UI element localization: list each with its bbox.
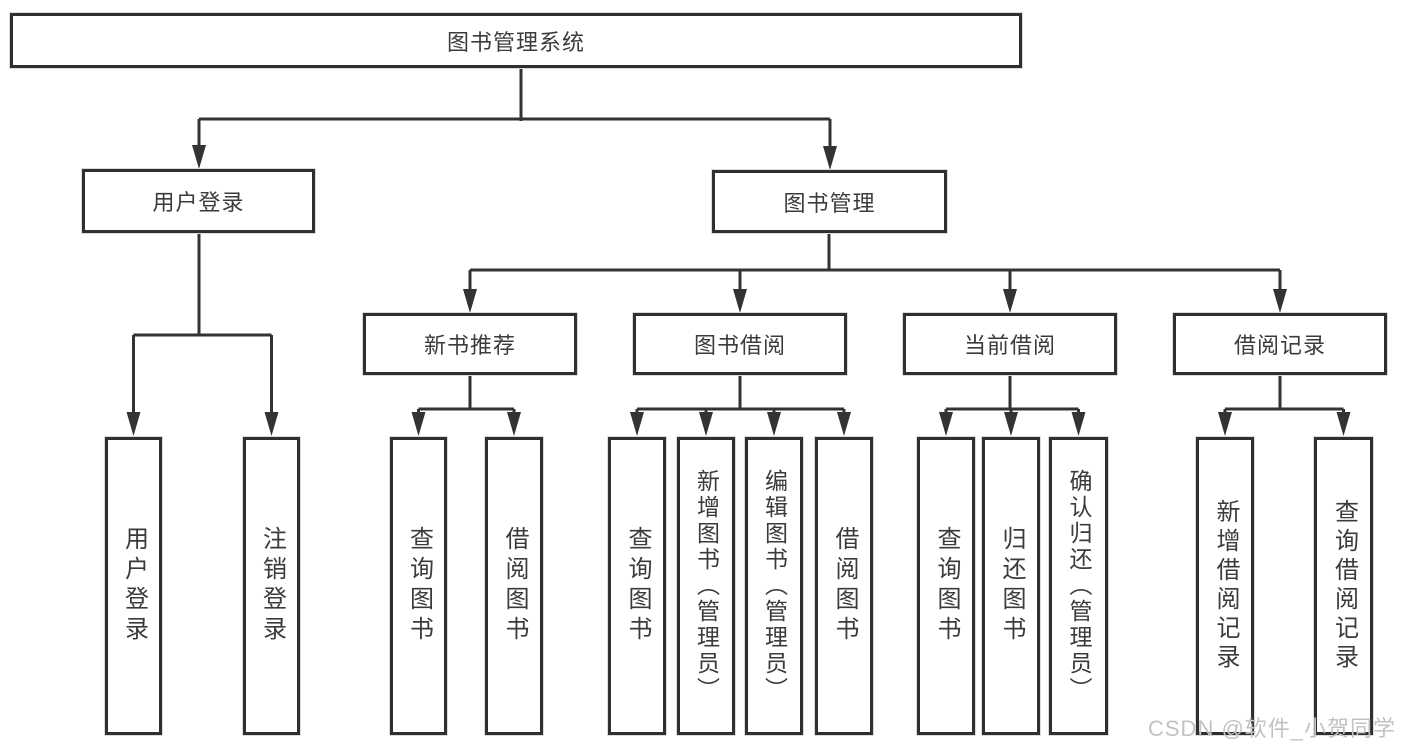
node-book-management-branch: 图书管理 [712, 170, 947, 233]
node-new-book-recommendation-label: 新书推荐 [423, 333, 516, 358]
leaf-query-borrow-record-label: 查询借阅记录 [1330, 499, 1358, 673]
leaf-query-borrow-record: 查询借阅记录 [1314, 437, 1373, 735]
node-borrowing-records: 借阅记录 [1173, 313, 1387, 375]
node-book-borrowing: 图书借阅 [633, 313, 847, 375]
leaf-return-books: 归还图书 [982, 437, 1040, 735]
node-user-login-branch: 用户登录 [82, 169, 315, 233]
node-current-borrowing-label: 当前借阅 [963, 333, 1056, 358]
leaf-user-login-label: 用户登录 [120, 526, 148, 646]
leaf-add-book-admin-label: 新增图书（管理员） [693, 469, 720, 703]
arrowheads [126, 145, 1351, 436]
leaf-return-books-label: 归还图书 [998, 526, 1025, 646]
leaf-add-book-admin: 新增图书（管理员） [677, 437, 735, 735]
leaf-edit-book-admin: 编辑图书（管理员） [745, 437, 803, 735]
connector-path [132, 68, 1345, 413]
node-current-borrowing: 当前借阅 [903, 313, 1117, 375]
leaf-query-books-borrowing: 查询图书 [608, 437, 666, 735]
leaf-borrow-books-recommend: 借阅图书 [485, 437, 543, 735]
node-user-login-branch-label: 用户登录 [152, 190, 245, 215]
leaf-borrow-books-recommend-label: 借阅图书 [501, 526, 528, 646]
leaf-confirm-return-admin-label: 确认归还（管理员） [1066, 469, 1092, 703]
node-book-management-branch-label: 图书管理 [783, 190, 876, 216]
leaf-add-borrow-record-label: 新增借阅记录 [1212, 499, 1239, 673]
leaf-borrow-books-borrowing: 借阅图书 [815, 437, 873, 735]
leaf-query-books-recommend-label: 查询图书 [405, 526, 433, 646]
node-borrowing-records-label: 借阅记录 [1233, 333, 1326, 358]
leaf-query-books-recommend: 查询图书 [390, 437, 447, 735]
leaf-logout-label: 注销登录 [258, 526, 286, 646]
node-library-system-label: 图书管理系统 [446, 29, 585, 55]
leaf-user-login: 用户登录 [105, 437, 162, 735]
leaf-logout: 注销登录 [243, 437, 300, 735]
leaf-edit-book-admin-label: 编辑图书（管理员） [761, 469, 788, 703]
leaf-borrow-books-borrowing-label: 借阅图书 [831, 526, 858, 646]
leaf-query-books-current-label: 查询图书 [933, 526, 960, 646]
node-library-system: 图书管理系统 [10, 13, 1022, 68]
leaf-confirm-return-admin: 确认归还（管理员） [1049, 437, 1108, 735]
node-book-borrowing-label: 图书借阅 [693, 333, 786, 358]
leaf-add-borrow-record: 新增借阅记录 [1196, 437, 1254, 735]
leaf-query-books-current: 查询图书 [917, 437, 975, 735]
leaf-query-books-borrowing-label: 查询图书 [624, 526, 651, 646]
node-new-book-recommendation: 新书推荐 [363, 313, 577, 375]
watermark-text: CSDN @软件_小贺同学 [1148, 716, 1397, 741]
